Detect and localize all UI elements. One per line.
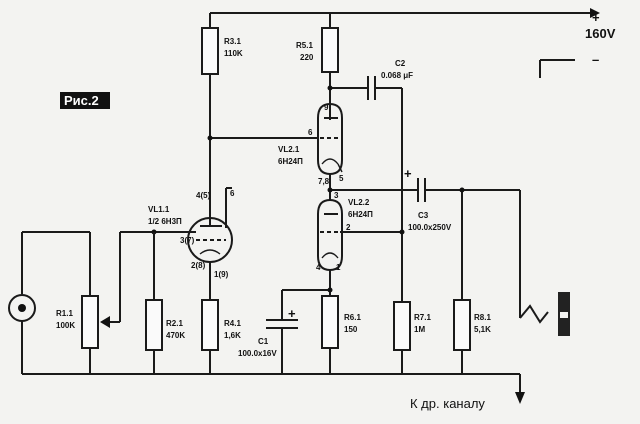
- output-jack: [519, 292, 570, 336]
- pot-wiper-arrow: [100, 316, 110, 328]
- vl22-pin1: 1: [336, 263, 341, 272]
- resistor-r3: [201, 27, 219, 75]
- resistor-r8: [453, 299, 471, 351]
- resistor-r4: [201, 299, 219, 351]
- tube-vl2-1: [317, 102, 343, 186]
- r5-name: R5.1: [296, 41, 313, 50]
- r4-value: 1,6K: [224, 331, 241, 340]
- c3-name: C3: [418, 211, 429, 220]
- vl22-name: VL2.2: [348, 198, 370, 207]
- vl1-pin4: 4(5): [196, 191, 211, 200]
- input-jack: [8, 294, 36, 322]
- r8-name: R8.1: [474, 313, 491, 322]
- capacitor-c3: [417, 178, 426, 202]
- vl1-pin1: 1(9): [214, 270, 229, 279]
- vl1-type: 1/2 6Н3П: [148, 217, 182, 226]
- r3-name: R3.1: [224, 37, 241, 46]
- resistor-r5: [321, 27, 339, 73]
- svg-text:Рис.2: Рис.2: [64, 93, 99, 108]
- r7-name: R7.1: [414, 313, 431, 322]
- vl22-pin4: 4: [316, 263, 321, 272]
- c1-plus: +: [288, 306, 296, 321]
- output-label: К др. каналу: [410, 396, 485, 411]
- vl21-pin5: 5: [339, 174, 344, 183]
- c2-name: C2: [395, 59, 406, 68]
- c1-name: C1: [258, 337, 269, 346]
- figure-label: Рис.2: [60, 92, 110, 109]
- resistor-r6: [321, 295, 339, 349]
- r3-value: 110K: [224, 49, 243, 58]
- resistor-r7: [393, 301, 411, 351]
- r6-name: R6.1: [344, 313, 361, 322]
- vl21-pin78: 7,8: [318, 177, 330, 186]
- supply-minus-label: –: [592, 52, 599, 67]
- capacitor-c1: [266, 319, 298, 329]
- vl22-pin3: 3: [334, 191, 339, 200]
- r6-value: 150: [344, 325, 358, 334]
- potentiometer-r1: [81, 295, 99, 349]
- r1-name: R1.1: [56, 309, 73, 318]
- c2-value: 0.068 μF: [381, 71, 413, 80]
- output-arrow: [515, 392, 525, 404]
- vl1-pin6: 6: [230, 189, 235, 198]
- supply-plus-label: +: [592, 10, 600, 25]
- vl1-pin2: 2(8): [191, 261, 206, 270]
- node-dot: [207, 135, 213, 141]
- vl21-pin6: 6: [308, 128, 313, 137]
- r7-value: 1M: [414, 325, 425, 334]
- vl22-type: 6Н24П: [348, 210, 373, 219]
- r2-value: 470K: [166, 331, 185, 340]
- supply-arrow: [590, 8, 600, 18]
- resistor-r2: [145, 299, 163, 351]
- vl21-type: 6Н24П: [278, 157, 303, 166]
- capacitor-c2: [367, 76, 376, 100]
- vl22-pin2: 2: [346, 223, 351, 232]
- c3-plus: +: [404, 166, 412, 181]
- r1-value: 100K: [56, 321, 75, 330]
- ground-symbol: [539, 59, 575, 78]
- r5-value: 220: [300, 53, 314, 62]
- r8-value: 5,1K: [474, 325, 491, 334]
- vl21-name: VL2.1: [278, 145, 300, 154]
- tube-vl2-2: [317, 198, 343, 272]
- r2-name: R2.1: [166, 319, 183, 328]
- vl1-pin3: 3(7): [180, 236, 195, 245]
- c3-value: 100.0x250V: [408, 223, 452, 232]
- c1-value: 100.0x16V: [238, 349, 277, 358]
- vl1-name: VL1.1: [148, 205, 170, 214]
- supply-voltage-label: 160V: [585, 26, 616, 41]
- r4-name: R4.1: [224, 319, 241, 328]
- vl21-pin9: 9: [324, 103, 329, 112]
